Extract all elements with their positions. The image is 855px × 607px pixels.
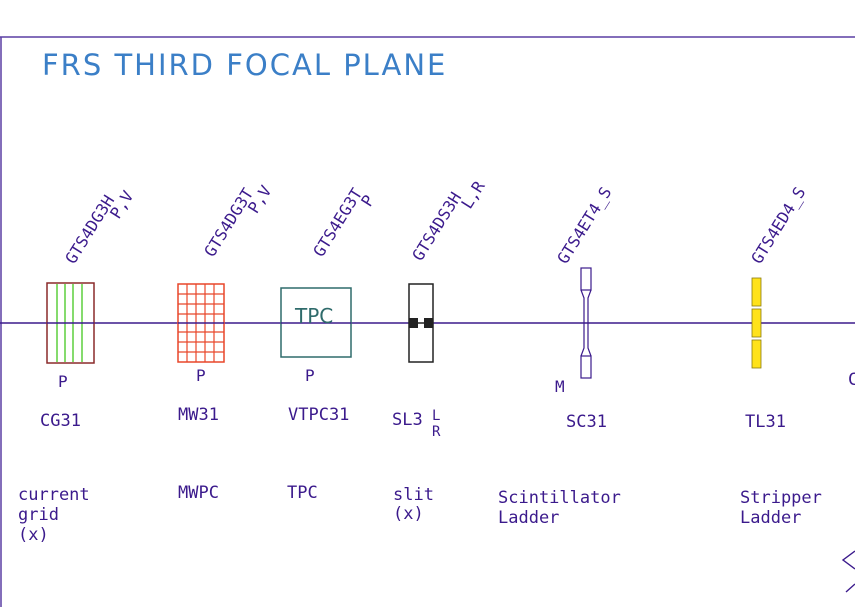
scintillator-ladder-icon[interactable] [580,267,592,379]
description-line: MWPC [178,483,219,503]
tpc-box-label: TPC [294,304,333,328]
signal-flags: P [357,192,378,210]
description-line: Stripper [740,488,822,508]
mode-label-vtpc31: P [305,366,315,385]
device-name-tl31: TL31 [745,412,786,432]
signal-label-sc31: GTS4ET4_S [553,184,615,268]
device-name-cg31: CG31 [40,411,81,431]
signal-flags: L,R [457,177,489,212]
device-name-vtpc31: VTPC31 [288,405,349,425]
signal-label-tl31: GTS4ED4_S [747,184,809,268]
signal-label-mw31: GTS4DG3T P,V [200,182,276,260]
edge-fragment-label: C [848,370,855,390]
description-mw31: MWPC [178,483,219,503]
description-line: Scintillator [498,488,621,508]
current-grid-icon[interactable] [46,282,95,364]
signal-name: GTS4DG3T [200,184,257,260]
mode-label-sc31: M [555,377,565,396]
device-name-sl3: SL3 [392,410,423,430]
signal-name: GTS4ET4_S [553,184,615,268]
description-line: (x) [393,504,424,524]
description-line: Ladder [498,508,559,528]
page-title: FRS THIRD FOCAL PLANE [42,48,447,82]
mode-label-cg31: P [58,372,68,391]
mwpc-icon[interactable] [177,283,225,363]
device-name-sl3-sub-top: L [432,408,440,424]
signal-name: GTS4DG3H [61,192,118,267]
device-name-mw31: MW31 [178,405,219,425]
slit-icon[interactable] [408,283,434,363]
device-name-sc31: SC31 [566,412,607,432]
signal-label-cg31: GTS4DG3H P,V [61,187,138,267]
signal-label-sl3: GTS4DS3H L,R [408,177,489,264]
device-name-sl3-sub-bottom: R [432,424,441,440]
description-line: Ladder [740,508,801,528]
description-line: (x) [18,525,49,545]
description-line: current [18,485,90,505]
description-line: TPC [287,483,318,503]
mode-label-mw31: P [196,366,206,385]
signal-name: GTS4EG3T [309,184,366,260]
description-line: grid [18,505,59,525]
description-sl3: slit(x) [393,485,434,524]
edge-fragment-shape [841,550,855,593]
signal-flags: P,V [244,182,276,217]
description-line: slit [393,485,434,505]
signal-name: GTS4ED4_S [747,184,809,268]
tpc-icon[interactable]: TPC [280,287,352,358]
stripper-ladder-icon[interactable] [751,277,762,369]
signal-label-vtpc31: GTS4EG3T P [309,184,378,260]
signal-name: GTS4DS3H [408,189,465,264]
description-vtpc31: TPC [287,483,318,503]
signal-flags: P,V [106,187,138,222]
